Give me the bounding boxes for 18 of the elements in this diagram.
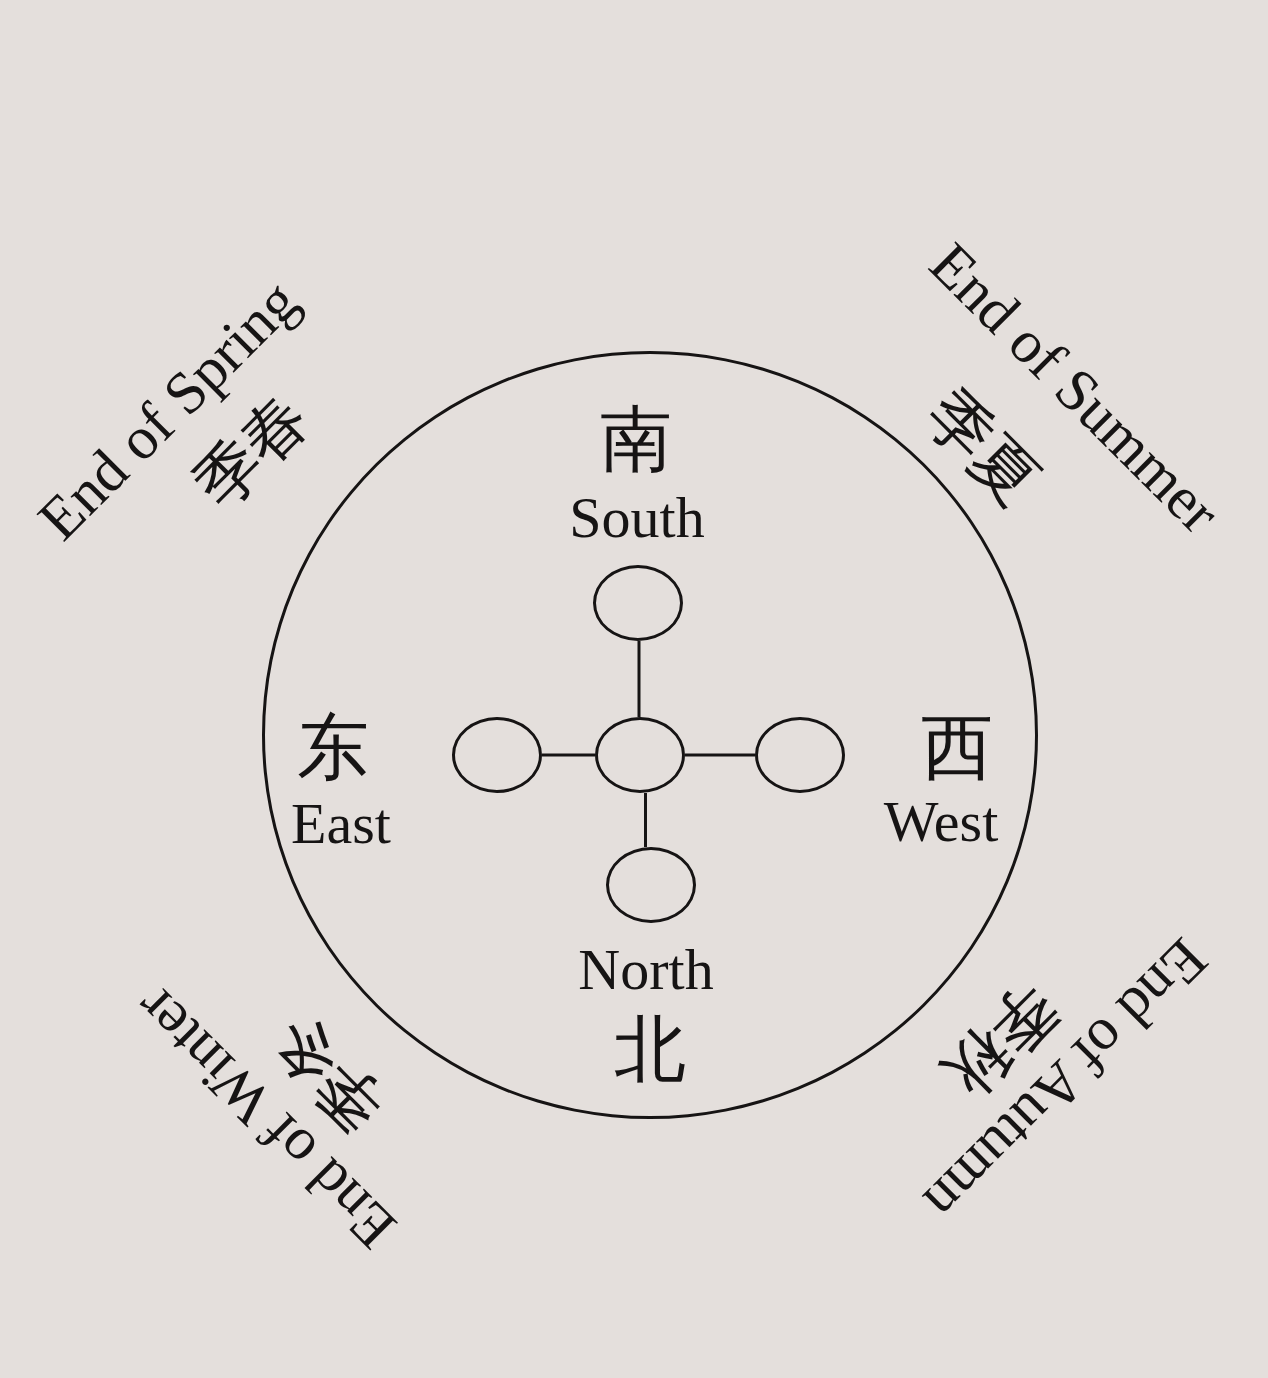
small-circle (451, 716, 542, 793)
connector-line (685, 753, 755, 757)
connector-line (637, 641, 641, 717)
direction-label: 东 (297, 712, 369, 784)
direction-label: East (291, 795, 391, 853)
direction-label: North (578, 941, 714, 999)
direction-label: West (883, 793, 999, 851)
small-circle (754, 716, 845, 793)
direction-label: 北 (614, 1014, 686, 1086)
connector-line (644, 793, 647, 847)
direction-label: 西 (921, 712, 993, 784)
direction-label: South (569, 489, 705, 547)
small-circle (605, 846, 696, 923)
connector-line (542, 753, 595, 757)
direction-label: 南 (600, 404, 672, 476)
small-circle (592, 564, 683, 641)
center-circle (594, 716, 685, 793)
season-label: 季夏 (914, 380, 1050, 516)
